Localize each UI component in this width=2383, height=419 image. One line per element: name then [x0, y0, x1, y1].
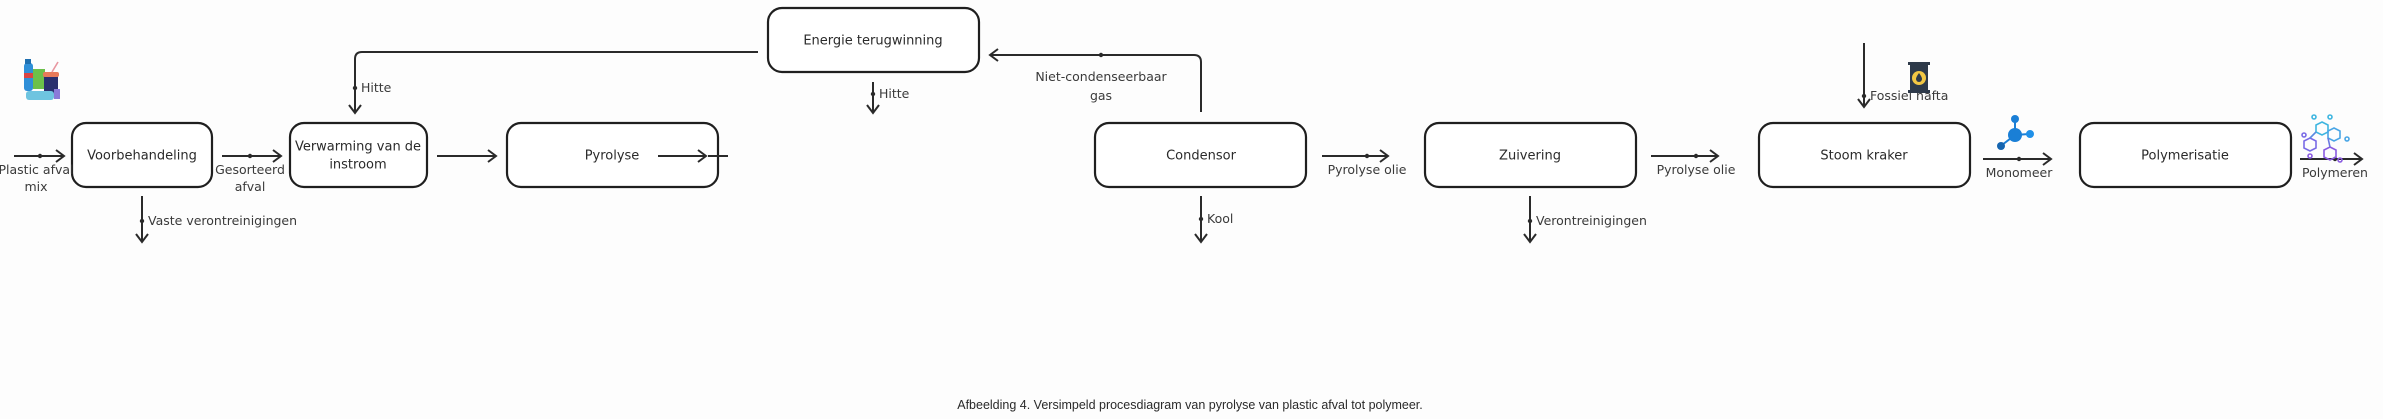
box-energie-terugwinning: Energie terugwinning: [766, 6, 981, 74]
flow-pyrolyse-olie-1: Pyrolyse olie: [1322, 149, 1407, 177]
flow-label: afval: [235, 179, 266, 194]
box-condensor: Condensor: [1093, 121, 1308, 189]
flow-monomeer: Monomeer: [1983, 152, 2054, 180]
flow-label: Polymeren: [2302, 165, 2368, 180]
box-label: Condensor: [1166, 149, 1236, 164]
box-label: Energie terugwinning: [803, 34, 942, 49]
flow-label: mix: [24, 179, 47, 194]
box-label: Voorbehandeling: [87, 149, 197, 164]
flow-fossiel-nafta: Fossiel nafta: [1857, 43, 1948, 109]
box-stoom-kraker: Stoom kraker: [1757, 121, 1972, 189]
flow-kool: Kool: [1194, 196, 1233, 244]
plastic-waste-icon: [24, 59, 60, 100]
flow-label: Verontreinigingen: [1536, 213, 1647, 228]
flow-label: Monomeer: [1986, 165, 2054, 180]
oil-barrel-icon: [1908, 62, 1930, 93]
flow-label: Kool: [1207, 211, 1233, 226]
flow-label: Hitte: [879, 86, 910, 101]
flow-gesorteerd-afval: Gesorteerd afval: [215, 149, 285, 194]
flow-pyrolyse-olie-2: Pyrolyse olie: [1651, 149, 1736, 177]
box-zuivering: Zuivering: [1423, 121, 1638, 189]
figure-caption: Afbeelding 4. Versimpeld procesdiagram v…: [957, 398, 1423, 412]
flow-vaste-verontreinigingen: Vaste verontreinigingen: [135, 196, 297, 244]
flow-label: Pyrolyse olie: [1328, 162, 1407, 177]
flow-niet-condenseerbaar-gas: Niet-condenseerbaar gas: [988, 48, 1202, 112]
flow-label: Vaste verontreinigingen: [148, 213, 297, 228]
box-label: instroom: [329, 158, 386, 173]
flow-hitte-pyrolyse: Hitte: [866, 82, 910, 115]
flow-plastic-afval-mix: Plastic afval mix: [0, 149, 74, 194]
box-label: Verwarming van de: [295, 140, 421, 155]
box-voorbehandeling: Voorbehandeling: [70, 121, 214, 189]
flow-label: Plastic afval: [0, 162, 74, 177]
box-label: Zuivering: [1499, 149, 1561, 164]
box-verwarming: Verwarming van de instroom: [288, 121, 429, 189]
box-label: Polymerisatie: [2141, 149, 2229, 164]
flow-label: gas: [1090, 88, 1112, 103]
flow-label: Hitte: [361, 80, 392, 95]
flow-verontreinigingen: Verontreinigingen: [1523, 196, 1647, 244]
flow-label: Pyrolyse olie: [1657, 162, 1736, 177]
flow-label: Niet-condenseerbaar: [1035, 69, 1167, 84]
monomer-molecule-icon: [1997, 115, 2034, 150]
flow-hitte-verwarming: Hitte: [348, 51, 758, 115]
box-label: Pyrolyse: [585, 149, 640, 164]
flow-polymeren: Polymeren: [2300, 152, 2368, 180]
box-label: Stoom kraker: [1820, 149, 1908, 164]
polymer-molecule-icon: [2301, 114, 2350, 163]
box-polymerisatie: Polymerisatie: [2078, 121, 2293, 189]
flow-label: Gesorteerd: [215, 162, 285, 177]
